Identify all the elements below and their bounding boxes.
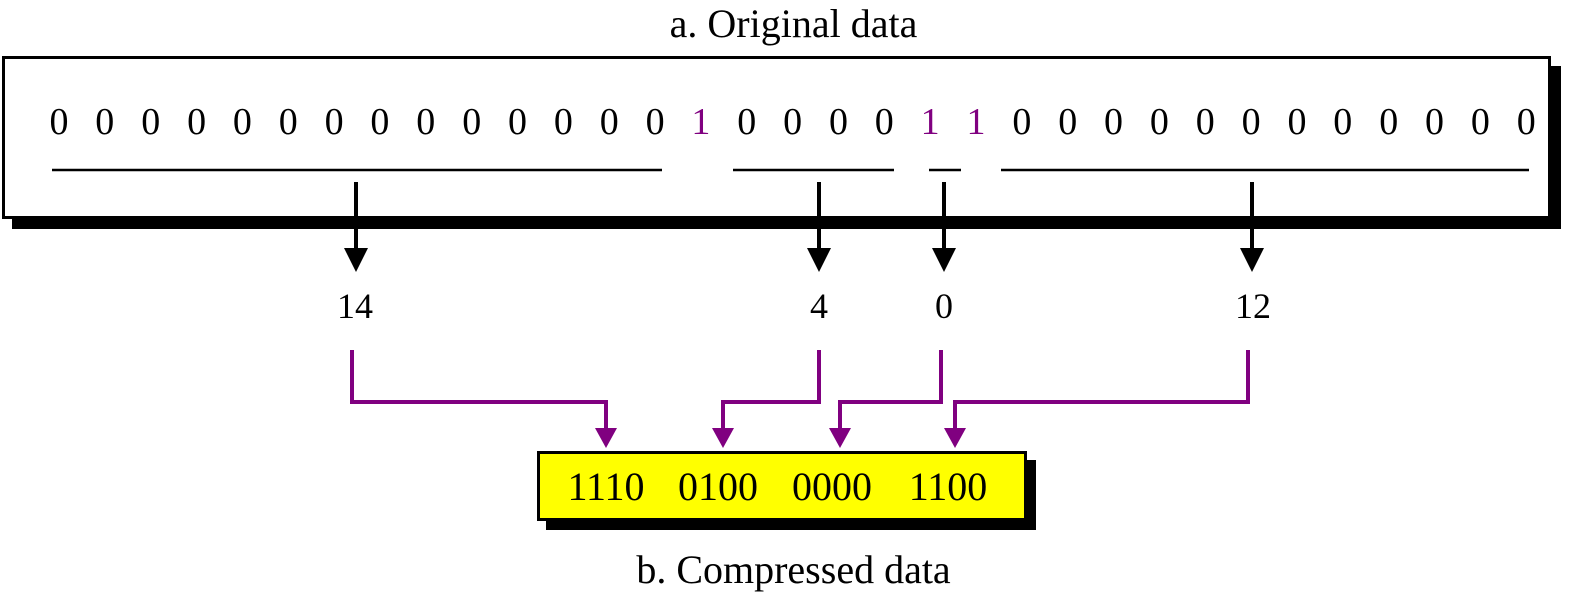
bit-9: 0: [416, 101, 435, 143]
original-data-box: [2, 56, 1551, 219]
bit-25: 0: [1150, 101, 1169, 143]
bit-4: 0: [187, 101, 206, 143]
compressed-code-4: 1100: [909, 464, 988, 509]
compressed-codes: 1110 0100 0000 1100: [567, 464, 987, 509]
bit-10: 0: [462, 101, 481, 143]
bit-30: 0: [1379, 101, 1398, 143]
code-connectors: [350, 350, 1250, 448]
connector-4: [944, 350, 1250, 448]
bit-24: 0: [1104, 101, 1123, 143]
bit-13: 0: [600, 101, 619, 143]
bit-15: 1: [691, 101, 710, 143]
bit-23: 0: [1058, 101, 1077, 143]
bit-21: 1: [967, 101, 986, 143]
bit-18: 0: [829, 101, 848, 143]
bit-28: 0: [1288, 101, 1307, 143]
arrow-run-3: [932, 182, 956, 272]
bit-22: 0: [1012, 101, 1031, 143]
bit-14: 0: [646, 101, 665, 143]
bit-6: 0: [279, 101, 298, 143]
bit-5: 0: [233, 101, 252, 143]
run-length-3: 0: [935, 286, 953, 326]
compressed-code-2: 0100: [678, 464, 758, 509]
bit-29: 0: [1333, 101, 1352, 143]
bit-33: 0: [1517, 101, 1536, 143]
arrow-run-1: [344, 182, 368, 272]
connector-1: [350, 350, 617, 448]
bit-11: 0: [508, 101, 527, 143]
bit-26: 0: [1196, 101, 1215, 143]
connector-2: [712, 350, 821, 448]
bit-2: 0: [95, 101, 114, 143]
arrow-run-2: [807, 182, 831, 272]
run-count-arrows: [344, 182, 1264, 272]
run-length-1: 14: [337, 286, 373, 326]
bit-19: 0: [875, 101, 894, 143]
bit-3: 0: [141, 101, 160, 143]
run-length-4: 12: [1235, 286, 1271, 326]
bit-16: 0: [737, 101, 756, 143]
compressed-code-3: 0000: [792, 464, 872, 509]
connector-3: [829, 350, 943, 448]
compressed-code-1: 1110: [567, 464, 644, 509]
bit-12: 0: [554, 101, 573, 143]
compressed-data-caption: b. Compressed data: [636, 547, 951, 592]
run-length-2: 4: [810, 286, 828, 326]
arrow-run-4: [1240, 182, 1264, 272]
run-length-counts: 14 4 0 12: [337, 286, 1271, 326]
bit-1: 0: [50, 101, 69, 143]
bit-20: 1: [921, 101, 940, 143]
bit-32: 0: [1471, 101, 1490, 143]
bit-31: 0: [1425, 101, 1444, 143]
compressed-data-box: [537, 451, 1027, 521]
bit-8: 0: [370, 101, 389, 143]
original-data-caption: a. Original data: [669, 1, 918, 46]
bit-27: 0: [1242, 101, 1261, 143]
bit-7: 0: [325, 101, 344, 143]
bit-17: 0: [783, 101, 802, 143]
